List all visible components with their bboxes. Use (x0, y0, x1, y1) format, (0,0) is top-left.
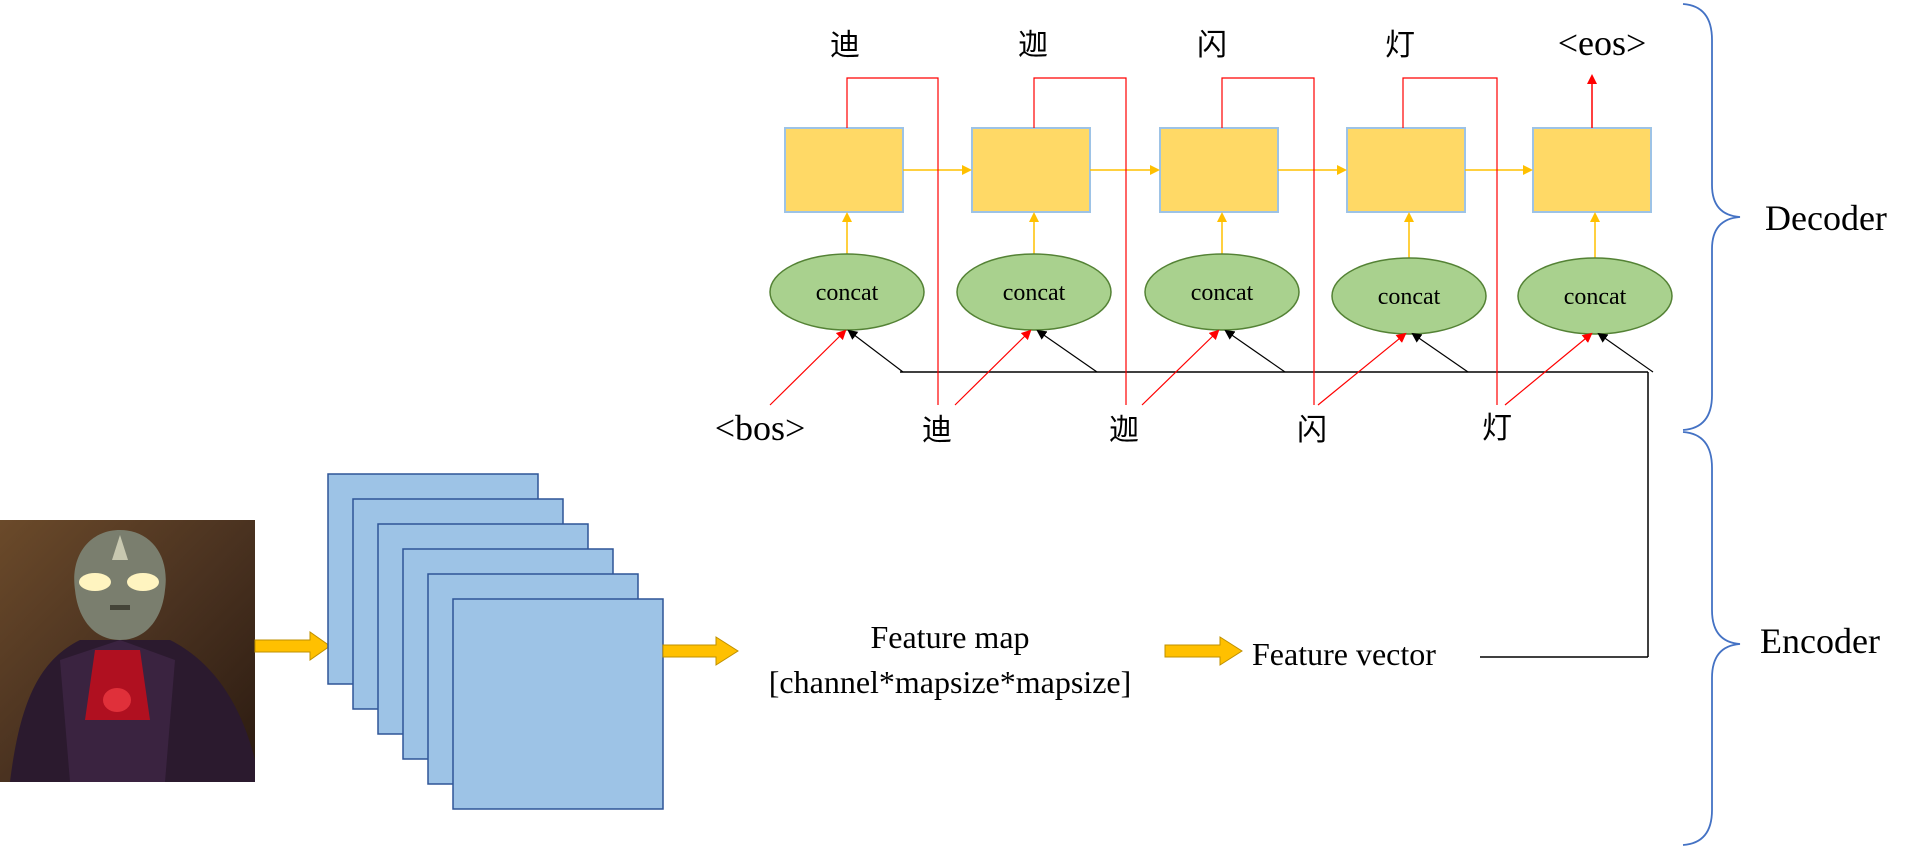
token-to-concat-arrows (769, 329, 1593, 406)
input-token-3: 迦 (1109, 413, 1139, 448)
concat-node-4 (1331, 257, 1487, 335)
concat-node-2 (956, 253, 1112, 331)
cnn-to-feature-map-arrow (662, 636, 739, 666)
decoder-cell-3 (1159, 127, 1279, 213)
input-image (0, 520, 255, 782)
feature-vector-connector (900, 371, 1649, 658)
concat-node-5 (1517, 257, 1673, 335)
input-token-5: 灯 (1482, 411, 1512, 446)
encoder-brace (1682, 431, 1741, 846)
concat-label-2: concat (1003, 280, 1066, 306)
input-token-4: 闪 (1297, 413, 1327, 448)
concat-nodes (769, 253, 1673, 335)
decoder-label: Decoder (1765, 198, 1887, 238)
decoder-cell-2 (971, 127, 1091, 213)
concat-label-4: concat (1378, 284, 1441, 310)
output-token-3: 闪 (1197, 28, 1227, 63)
decoder-cell-4 (1346, 127, 1466, 213)
feature-to-concat-arrows (847, 329, 1654, 373)
concat-label-1: concat (816, 280, 879, 306)
output-token-5: <eos> (1558, 23, 1647, 63)
decoder-cell-5 (1532, 127, 1652, 213)
feature-vector-label: Feature vector (1252, 636, 1436, 672)
feature-map-to-vector-arrow (1164, 636, 1243, 666)
decoder-brace (1682, 3, 1741, 431)
output-token-2: 迦 (1018, 28, 1048, 63)
input-token-2: 迪 (922, 413, 952, 448)
feature-map-label: Feature map (870, 619, 1029, 655)
concat-node-3 (1144, 253, 1300, 331)
output-tokens: 迪 迦 闪 灯 <eos> (830, 23, 1646, 63)
feature-map-shape-label: [channel*mapsize*mapsize] (769, 664, 1132, 700)
output-token-1: 迪 (830, 28, 860, 63)
concat-label-3: concat (1191, 280, 1254, 306)
concat-node-1 (769, 253, 925, 331)
output-token-4: 灯 (1385, 28, 1415, 63)
input-token-1: <bos> (715, 408, 806, 448)
decoder-cells (784, 127, 1652, 213)
concat-label-5: concat (1564, 284, 1627, 310)
concat-to-cell-arrows (842, 212, 1600, 258)
token-feedback-paths (846, 77, 1498, 405)
image-to-cnn-arrow (254, 631, 331, 661)
concat-labels: concat concat concat concat concat (816, 280, 1627, 310)
decoder-cell-1 (784, 127, 904, 213)
input-tokens: <bos> 迪 迦 闪 灯 (715, 408, 1512, 448)
cnn-feature-stack (327, 473, 664, 810)
encoder-label: Encoder (1760, 621, 1880, 661)
